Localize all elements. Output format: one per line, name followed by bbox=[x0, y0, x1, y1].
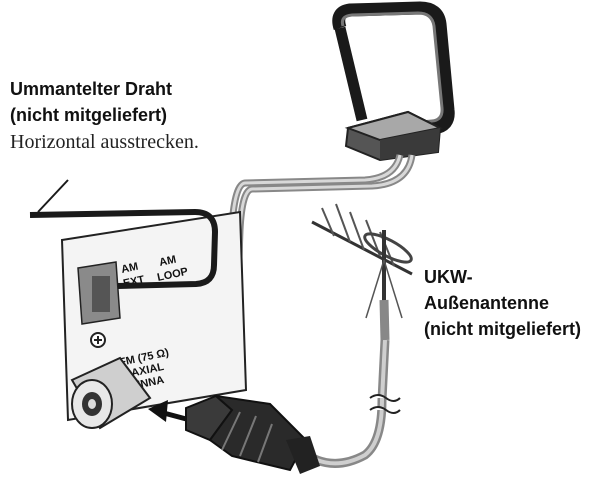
sheathed-wire-instruction: Horizontal ausstrecken. bbox=[10, 131, 199, 153]
panel-am-label: AM bbox=[120, 261, 139, 276]
fm-coaxial-cable bbox=[185, 339, 390, 474]
fm-coaxial-jack bbox=[70, 356, 152, 430]
cable-break-symbol bbox=[369, 394, 401, 414]
sheathed-wire-note-not-included: (nicht mitgeliefert) bbox=[10, 105, 168, 125]
fm-antenna-title-line2: Außenantenne bbox=[424, 293, 550, 313]
am-loop-antenna bbox=[332, 1, 455, 162]
fm-outdoor-antenna bbox=[311, 203, 413, 341]
fm-antenna-note-not-included: (nicht mitgeliefert) bbox=[424, 319, 582, 339]
panel-am2-label: AM bbox=[158, 254, 177, 269]
sheathed-wire-title: Ummantelter Draht bbox=[10, 79, 173, 99]
fm-antenna-title-line1: UKW- bbox=[424, 267, 473, 287]
sheathed-wire bbox=[29, 179, 219, 289]
